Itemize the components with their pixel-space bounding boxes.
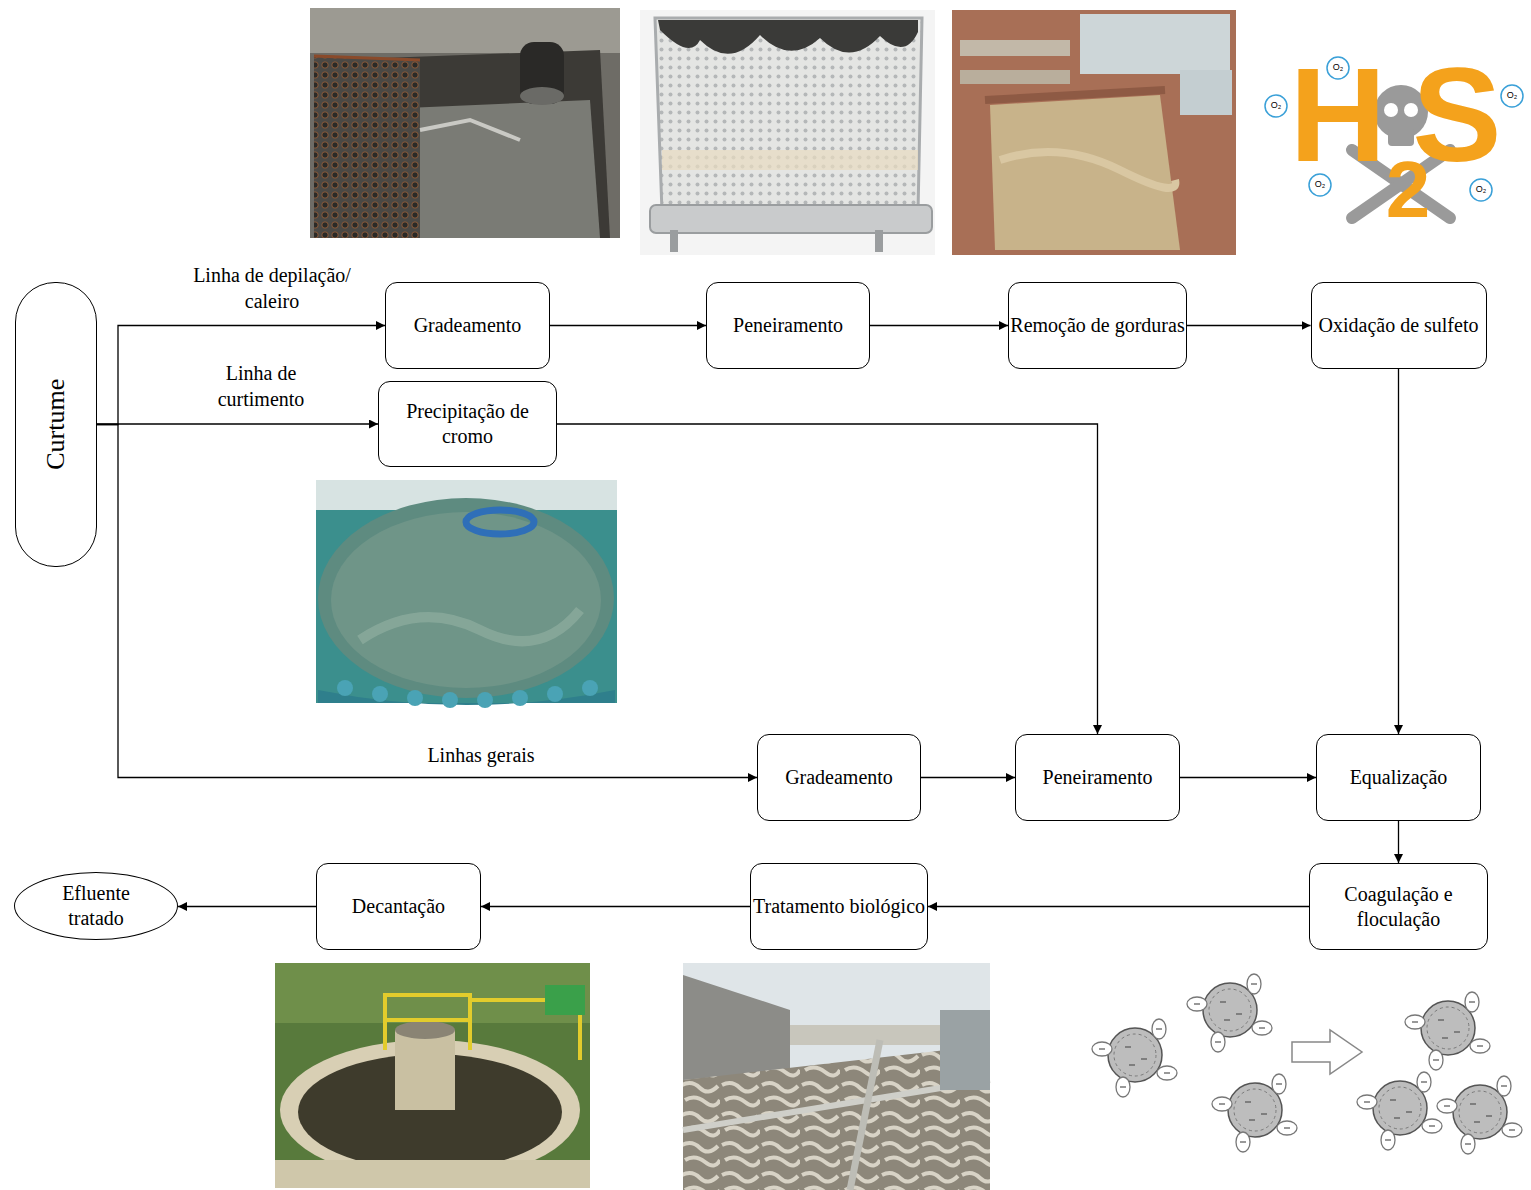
photo-grease-tanks [952,10,1236,255]
connector-arrow [928,906,1309,907]
oxygen-symbol: O₂ [1324,63,1352,72]
connector-arrow [550,325,706,326]
connector-arrow [481,906,750,907]
formula-subscript: 2 [1384,150,1432,230]
node-text: Remoção de gorduras [1010,313,1184,338]
node-text: Gradeamento [414,313,522,338]
connector-arrow [97,326,385,425]
node-text: Tratamento biológico [753,894,925,919]
oxygen-symbol: O₂ [1498,91,1526,100]
oxygen-symbol: O₂ [1262,101,1290,110]
line-label: Linhas gerais [398,742,564,768]
node-text: Decantação [352,894,445,919]
process-box: Peneiramento [1015,734,1180,821]
connector-arrow [1398,369,1399,734]
process-box: Coagulação e floculação [1309,863,1488,950]
connector-arrow [870,325,1008,326]
line-label: Linha de curtimento [200,360,322,412]
connector-arrow [97,425,757,778]
node-text: Precipitação de cromo [379,399,556,449]
connector-arrow [97,423,378,424]
photo-chrome-tank [316,480,617,708]
node-text: Oxidação de sulfeto [1319,313,1479,338]
node-text: Equalização [1350,765,1448,790]
node-text: Peneiramento [1043,765,1153,790]
process-box: Precipitação de cromo [378,381,557,467]
node-text: Peneiramento [733,313,843,338]
source-box: Curtume [15,282,97,567]
oxygen-symbol: O₂ [1306,180,1334,189]
process-box: Oxidação de sulfeto [1311,282,1487,369]
coagulation-illustration [1092,974,1522,1154]
photo-grating [310,8,620,238]
line-label: Linha de depilação/ caleiro [172,262,372,314]
oxygen-symbol: O₂ [1467,185,1495,194]
process-box: Equalização [1316,734,1481,821]
connector-arrow [178,906,316,907]
process-box: Tratamento biológico [750,863,928,950]
connector-arrow [1180,777,1316,778]
connector-arrow [557,424,1098,734]
photo-clarifier [275,963,590,1188]
process-box: Remoção de gorduras [1008,282,1187,369]
connector-arrow [1398,821,1399,863]
process-box: Peneiramento [706,282,870,369]
photo-sieve [640,10,935,255]
node-text: Coagulação e floculação [1310,882,1487,932]
connector-arrow [921,777,1015,778]
node-text: Curtume [40,379,73,470]
connector-arrow [1187,325,1311,326]
process-box: Gradeamento [757,734,921,821]
process-box: Gradeamento [385,282,550,369]
terminal-ellipse: Efluente tratado [14,872,178,940]
process-box: Decantação [316,863,481,950]
node-text: Efluente tratado [48,881,144,931]
node-text: Gradeamento [785,765,893,790]
photo-biological-tanks [683,963,990,1190]
